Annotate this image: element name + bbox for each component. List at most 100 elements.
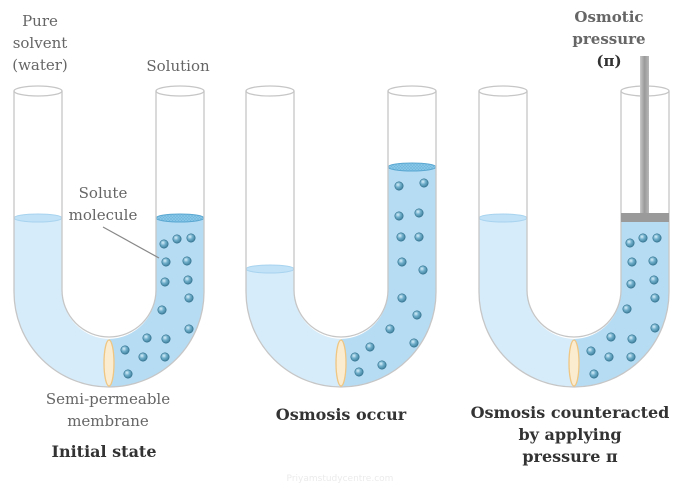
label-membrane: Semi-permeable membrane [30, 388, 186, 432]
solute-molecule [622, 304, 632, 314]
solute-molecule [414, 208, 424, 218]
solute-molecule [638, 233, 648, 243]
solute-molecule [157, 305, 167, 315]
tube-mouth-left [245, 85, 295, 97]
solute-molecule [586, 346, 596, 356]
solute-molecule [186, 233, 196, 243]
solute-molecule [649, 275, 659, 285]
solvent-fill [246, 269, 341, 387]
solute-molecule [409, 338, 419, 348]
label-pure-solvent: Pure solvent (water) [0, 10, 80, 76]
label-pure-solvent-line1: Pure [22, 12, 58, 30]
solute-molecule [377, 360, 387, 370]
solute-molecule [627, 334, 637, 344]
solvent-surface [13, 213, 63, 223]
caption-counteracted-line3: pressure π [522, 447, 618, 466]
solute-molecule [418, 265, 428, 275]
solvent-fill [14, 218, 109, 387]
solute-molecule [394, 181, 404, 191]
label-osmotic-pressure: Osmotic pressure (π) [550, 6, 668, 72]
caption-osmosis-occur: Osmosis occur [256, 404, 426, 426]
solute-molecule [161, 334, 171, 344]
solute-molecule [394, 211, 404, 221]
solute-molecule [183, 275, 193, 285]
solute-molecules [586, 233, 662, 379]
solute-molecule [648, 256, 658, 266]
solvent-surface [478, 213, 528, 223]
solute-molecule [160, 277, 170, 287]
piston-rod [640, 56, 649, 214]
solution-surface [387, 162, 437, 172]
solute-molecule [397, 293, 407, 303]
caption-osmosis-occur-text: Osmosis occur [275, 405, 407, 424]
label-pure-solvent-line2: solvent [12, 34, 68, 52]
solute-molecule [627, 257, 637, 267]
solute-molecule [414, 232, 424, 242]
label-solute-molecule-line1: Solute [78, 184, 128, 202]
tube-initial-state [13, 85, 205, 388]
solute-molecule [385, 324, 395, 334]
solute-molecule [184, 293, 194, 303]
solute-molecule [142, 333, 152, 343]
piston-plate [621, 213, 669, 222]
label-osmotic-pressure-line2: pressure [572, 30, 646, 48]
tube-osmosis-counteracted [478, 56, 670, 388]
solute-molecule [120, 345, 130, 355]
label-osmotic-pressure-line1: Osmotic [574, 8, 644, 26]
solute-molecule [412, 310, 422, 320]
solvent-surface [245, 264, 295, 274]
solute-molecule [626, 279, 636, 289]
tube-mouth-left [478, 85, 528, 97]
semipermeable-membrane [103, 339, 115, 387]
caption-counteracted-line2: by applying [518, 425, 622, 444]
tube-mouth-right [387, 85, 437, 97]
caption-counteracted-line1: Osmosis counteracted [470, 403, 670, 422]
tube-outline [245, 91, 437, 388]
solute-molecule [184, 324, 194, 334]
tube-mouth-left [13, 85, 63, 97]
label-solute-molecule: Solute molecule [60, 182, 146, 226]
solute-molecule [650, 293, 660, 303]
label-solution: Solution [136, 55, 220, 77]
watermark: Priyamstudycentre.com [286, 474, 394, 484]
solute-molecule [650, 323, 660, 333]
label-membrane-line2: membrane [67, 412, 149, 430]
solute-molecule [354, 367, 364, 377]
caption-initial-state: Initial state [24, 441, 184, 463]
solute-molecule [606, 332, 616, 342]
label-osmotic-pressure-line3: (π) [596, 52, 622, 70]
solute-molecules [350, 178, 429, 377]
solute-molecule [350, 352, 360, 362]
solute-molecule [172, 234, 182, 244]
caption-initial-state-text: Initial state [51, 442, 157, 461]
solution-fill [109, 218, 204, 387]
solute-molecule [160, 352, 170, 362]
solute-molecule [365, 342, 375, 352]
solute-molecule [419, 178, 429, 188]
solution-surface [155, 213, 205, 223]
label-pure-solvent-line3: (water) [12, 56, 68, 74]
label-membrane-line1: Semi-permeable [45, 390, 171, 408]
solution-fill [574, 221, 669, 387]
solute-molecule [604, 352, 614, 362]
solute-molecule [123, 369, 133, 379]
solute-molecules [120, 233, 196, 379]
solute-molecule [397, 257, 407, 267]
solute-molecule [652, 233, 662, 243]
tube-mouth-right [155, 85, 205, 97]
label-solute-molecule-line2: molecule [68, 206, 138, 224]
solute-molecule [396, 232, 406, 242]
tube-outline [13, 91, 205, 388]
solute-molecule [159, 239, 169, 249]
solute-molecule [138, 352, 148, 362]
label-solution-text: Solution [146, 57, 210, 75]
caption-osmosis-counteracted: Osmosis counteracted by applying pressur… [462, 402, 678, 468]
semipermeable-membrane [335, 339, 347, 387]
tube-outline [478, 91, 670, 388]
semipermeable-membrane [568, 339, 580, 387]
solute-molecule [625, 238, 635, 248]
solute-molecule [626, 352, 636, 362]
tube-osmosis-occur [245, 85, 437, 388]
solute-molecule [589, 369, 599, 379]
